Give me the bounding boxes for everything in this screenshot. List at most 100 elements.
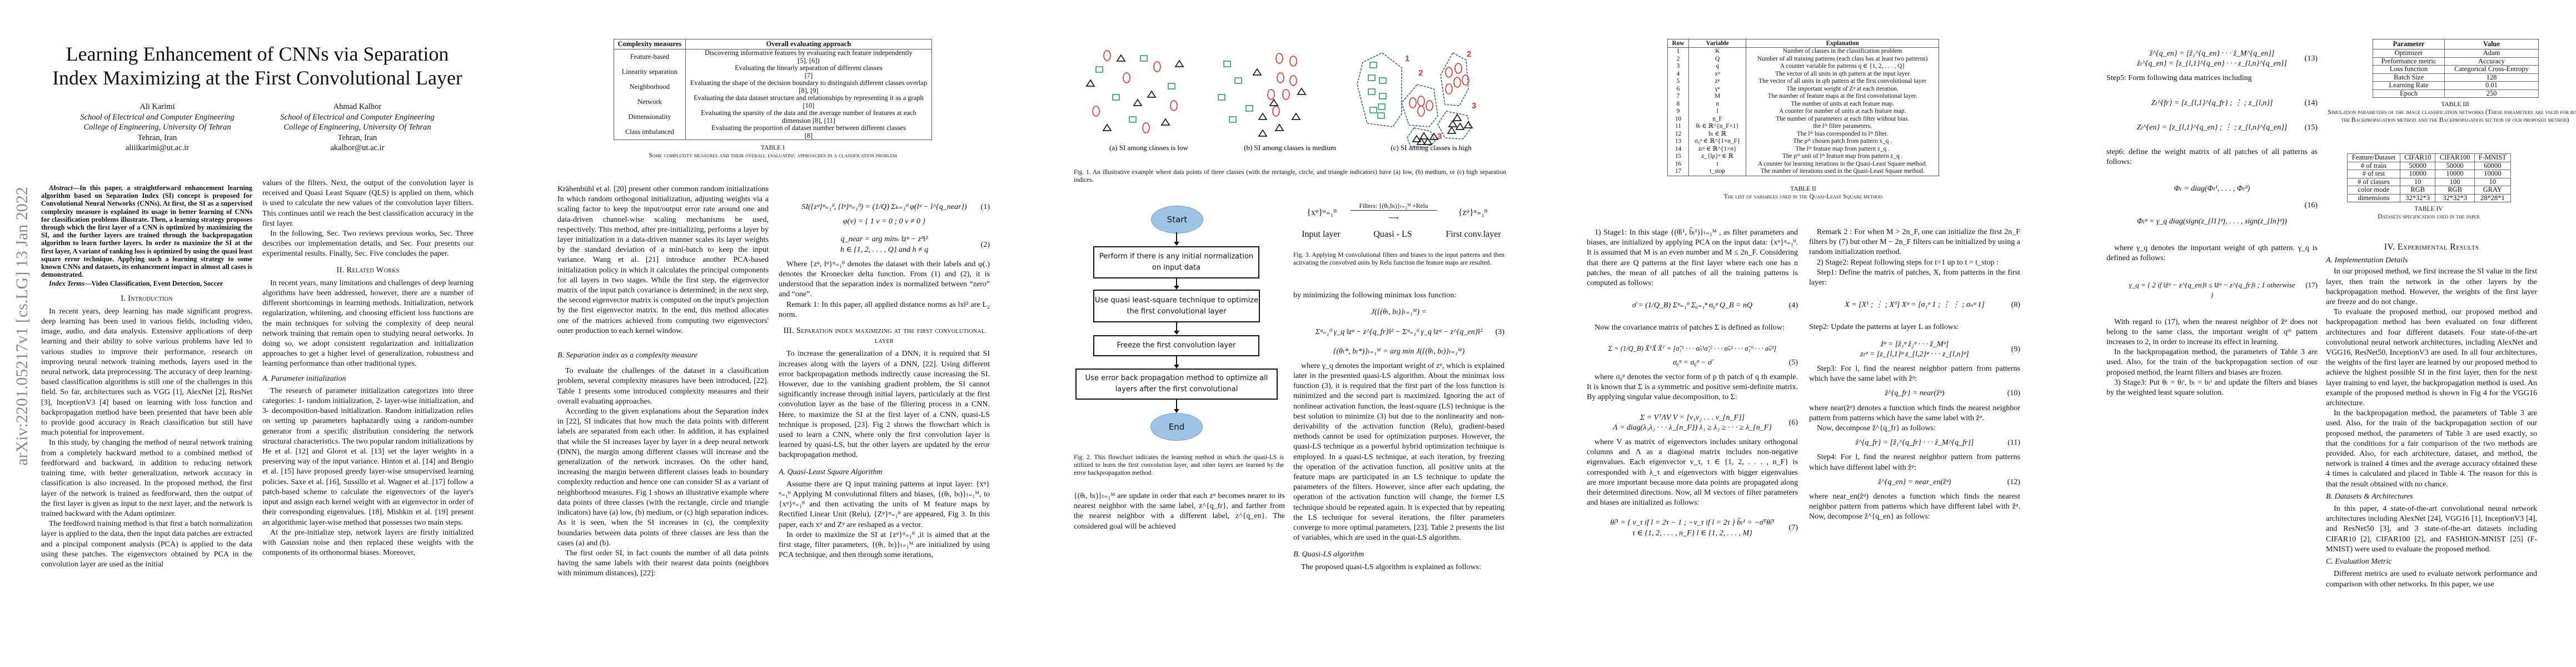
- equation-text: Σ = VᵀΛV V = [v₁v₂ . . . v_{n_F}]: [1640, 413, 1745, 422]
- rectangle-marker: [1218, 94, 1225, 101]
- paragraph: In order to maximize the SI at {zᵠ}ᵠ₌₁ᴽ …: [779, 530, 990, 560]
- rectangle-marker: [1095, 66, 1103, 73]
- paragraph: In our proposed method, we first increas…: [2326, 267, 2537, 307]
- rectangle-marker: [1368, 88, 1376, 95]
- paragraph: Step3: For l, find the nearest neighbor …: [1809, 365, 2020, 384]
- abstract: Abstract—In this paper, a straightforwar…: [41, 184, 252, 278]
- flow-arrow-icon: [1174, 356, 1179, 369]
- table-cell: Number of classes in the classification …: [1746, 47, 1939, 56]
- paragraph: 1) Stage1: In this stage {(θ̂ₗ¹, b̂ₗ¹)}ₗ…: [1587, 228, 1798, 288]
- table-cell: Evaluating the sparsity of the data and …: [685, 109, 933, 125]
- table-cell: Feature-based: [614, 49, 686, 64]
- table-cell: 16: [1667, 160, 1689, 168]
- author-email[interactable]: aliiikarimi@ut.ac.ir: [125, 143, 189, 153]
- arxiv-stamp: arXiv:2201.05217v1 [cs.LG] 13 Jan 2022: [13, 187, 31, 466]
- paper-title-line-1: Learning Enhancement of CNNs via Separat…: [66, 43, 449, 65]
- table-cell: The lᵗʰ bias corresponded to lᵗʰ filter.: [1746, 130, 1939, 138]
- paragraph: The feedfowrd training method is that fi…: [41, 520, 252, 569]
- equation-12: ẑ^{q_en} = near_en(ẑᵠ)(12): [1809, 477, 2020, 487]
- paragraph: Step4: For l, find the nearest neighbor …: [1809, 453, 2020, 472]
- paragraph: The proposed quasi-LS algorithm is expla…: [1301, 563, 1481, 571]
- triangle-marker: [1133, 98, 1143, 106]
- equation-number: (1): [980, 203, 990, 211]
- table-cell: 10000: [2474, 170, 2512, 178]
- table-cell: Optimizer: [2373, 49, 2445, 58]
- author-affiliation: College of Engineering, University Of Te…: [83, 123, 231, 132]
- equation-15: Zₗ^{en} = [z_{l,1}^{q_en} ; ⋮ ; z_{l,n}^…: [2106, 123, 2318, 133]
- triangle-marker: [1252, 68, 1262, 76]
- paragraph: In the backpropagation method, the param…: [2326, 409, 2537, 489]
- table-cell: Neighborhood: [614, 79, 686, 94]
- index-terms-label: Index Terms: [49, 280, 84, 288]
- table-cell: GRAY: [2474, 186, 2512, 195]
- table-cell: q: [1688, 63, 1747, 71]
- triangle-marker: [1419, 132, 1429, 140]
- equation-text: Zₗ^{fr} = [z_{l,1}^{q_fr} ; ⋮ ; z_{l,n}]: [2151, 98, 2273, 107]
- circle-marker: [1453, 77, 1461, 88]
- arrow-right-icon: ⟶: [1388, 213, 1399, 222]
- approach-text: Evaluating the proportion of dataset num…: [711, 124, 906, 132]
- equation-6: Σ = VᵀΛV V = [v₁v₂ . . . v_{n_F}]Λ = dia…: [1587, 413, 1798, 433]
- circle-marker: [1409, 97, 1417, 108]
- triangle-marker: [1174, 59, 1184, 67]
- paragraph: According to the given explanations abou…: [557, 407, 769, 547]
- page2-column-2: SI({zᵠ}ᵠ₌₁ᴽ, {lᵠ}ᵠ₌₁ᴽ) = (1/Q) Σₖ₌₁ᴽ φ(l…: [779, 198, 990, 561]
- flowchart-start: Start: [1151, 206, 1203, 233]
- equation-3-lhs: J({(θₗ, bₗ)}ₗ₌₁ᴹ) =: [1371, 308, 1427, 317]
- equation-number: (6): [1788, 418, 1798, 427]
- table-label: TABLE IV: [2414, 206, 2443, 212]
- paragraph: where γ_q denotes the important weight o…: [1293, 361, 1504, 542]
- cluster-boundary: [1440, 52, 1469, 106]
- triangle-marker: [1085, 79, 1095, 87]
- table3-caption: TABLE III Simulation parameters of the i…: [2326, 101, 2576, 124]
- table-header: F-MNIST: [2474, 153, 2512, 162]
- table-cell: Network: [614, 94, 686, 109]
- table-header: Parameter: [2373, 39, 2445, 49]
- rectangle-marker: [1168, 83, 1175, 89]
- equation-1: SI({zᵠ}ᵠ₌₁ᴽ, {lᵠ}ᵠ₌₁ᴽ) = (1/Q) Σₖ₌₁ᴽ φ(l…: [779, 202, 990, 212]
- subsection-heading: A. Implementation Details: [2326, 256, 2408, 265]
- rectangle-marker: [1379, 77, 1387, 84]
- triangle-marker: [1423, 137, 1433, 145]
- figure-1-scatter-panels: (a) SI among classes is low (b) SI among…: [1085, 49, 1476, 152]
- flowchart-step-quasi-ls: Use quasi least-square technique to opti…: [1093, 290, 1260, 322]
- author-affiliation: School of Electrical and Computer Engine…: [280, 112, 435, 122]
- flow-arrow-icon: [1174, 232, 1179, 246]
- equation-number: (13): [2304, 54, 2318, 63]
- table-cell: t_stop: [1688, 168, 1747, 176]
- fig3-label: Quasi - LS: [1373, 230, 1412, 239]
- approach-text: Evaluating the data dataset structure an…: [694, 94, 924, 102]
- rectangle-marker: [1129, 116, 1137, 123]
- triangle-marker: [1412, 135, 1422, 142]
- table-cell: The ρᵗʰ unit of lᵗʰ feature map from pat…: [1746, 153, 1939, 161]
- triangle-marker: [1416, 137, 1426, 145]
- table-cell: 10: [2399, 177, 2436, 186]
- flow-arrow-icon: [1174, 400, 1179, 413]
- table-header: CIFAR10: [2399, 153, 2436, 162]
- triangle-marker: [1455, 122, 1465, 130]
- equation-11: ẑ^{q_fr} = [ẑ₁^{q_fr} · · · ẑ_M^{q_fr}](…: [1809, 438, 2020, 448]
- paragraph: In recent years, many limitations and ch…: [262, 278, 474, 369]
- paragraph: where σᵨᵠ denotes the vector form of p t…: [1587, 373, 1798, 402]
- author-email[interactable]: akalhor@ut.ac.ir: [330, 143, 385, 153]
- rectangle-marker: [1378, 103, 1386, 110]
- cluster-label: 3: [1472, 101, 1476, 111]
- table-cell: The number of units at each feature map.: [1746, 100, 1939, 108]
- fig3-label: Input layer: [1302, 230, 1341, 239]
- table-cell: Evaluating the linearly separation of di…: [685, 64, 933, 79]
- equation-text: ẑᵠ = [ẑ₁ᵠ ẑ₂ᵠ · · · ẑ_Mᵠ]: [1880, 340, 1949, 349]
- paragraph: In this paper, 4 state-of-the-art convol…: [2326, 505, 2537, 554]
- table-cell: Evaluating the shape of the decision bou…: [685, 79, 933, 94]
- table-cell: 250: [2444, 89, 2539, 98]
- table-cell: RGB: [2435, 186, 2475, 195]
